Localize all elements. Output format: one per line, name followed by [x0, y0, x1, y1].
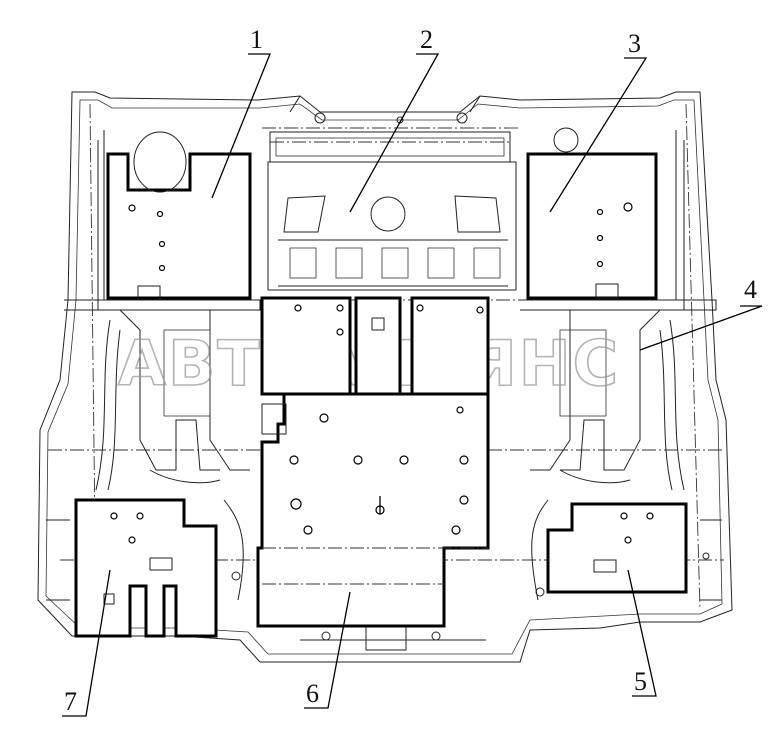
center-small-panels: [260, 296, 490, 396]
callout-4: 4: [744, 275, 757, 304]
mat-part-5: [546, 502, 688, 594]
mat-part-7: [74, 498, 218, 638]
mat-part-6: [256, 392, 490, 628]
mat-part-3: [526, 127, 658, 300]
callout-7: 7: [64, 687, 77, 716]
callout-3: 3: [628, 29, 641, 58]
callout-5: 5: [634, 667, 647, 696]
callout-leaders: [62, 53, 763, 717]
callout-6: 6: [306, 679, 319, 708]
mat-part-1: [106, 131, 252, 301]
callout-2: 2: [420, 25, 433, 54]
callout-labels: 1 2 3 4 5 6 7: [64, 25, 757, 716]
callout-1: 1: [250, 25, 263, 54]
